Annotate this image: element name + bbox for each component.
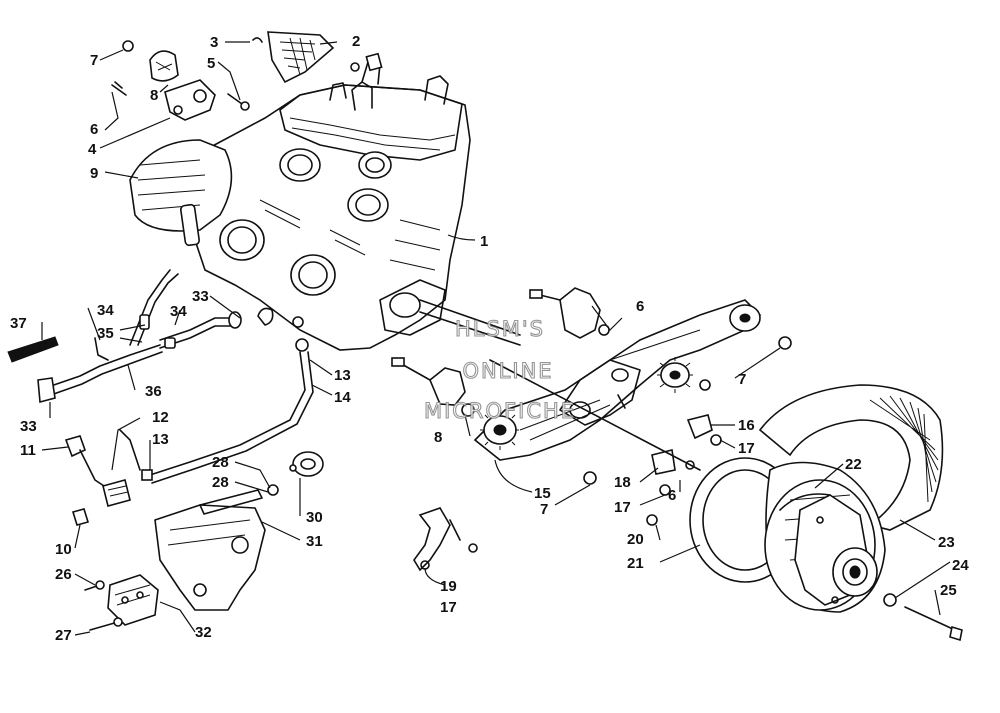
callout-33b: 33 (20, 418, 37, 435)
callout-8b: 8 (434, 429, 442, 446)
callout-35: 35 (97, 325, 114, 342)
callout-10: 10 (55, 541, 72, 558)
callout-32: 32 (195, 624, 212, 641)
callout-13b: 13 (152, 431, 169, 448)
leader-lines (41, 41, 951, 636)
callout-26: 26 (55, 566, 72, 583)
callout-6b: 6 (636, 298, 644, 315)
callout-9: 9 (90, 165, 98, 182)
callout-23: 23 (938, 534, 955, 551)
callout-16: 16 (738, 417, 755, 434)
callout-6a: 6 (90, 121, 98, 138)
callout-25: 25 (940, 582, 957, 599)
callout-24: 24 (952, 557, 969, 574)
upper-left-parts (111, 31, 360, 121)
callout-34b: 34 (170, 303, 187, 320)
callout-4: 4 (88, 141, 97, 158)
callout-17a: 17 (738, 440, 755, 457)
callout-36: 36 (145, 383, 162, 400)
callout-labels: 1 2 3 4 5 6 6 6 7 7 7 8 8 9 10 11 12 13 … (10, 33, 969, 644)
callout-15: 15 (534, 485, 551, 502)
callout-27: 27 (55, 627, 72, 644)
callout-14: 14 (334, 389, 351, 406)
callout-1: 1 (480, 233, 488, 250)
watermark: HLSM'S ONLINE MICROFICHE (423, 316, 576, 423)
watermark-line-1: HLSM'S (455, 317, 545, 341)
callout-28b: 28 (212, 474, 229, 491)
clutch-assembly (489, 359, 963, 642)
callout-12: 12 (152, 409, 169, 426)
callout-11: 11 (20, 442, 36, 459)
callout-31: 31 (306, 533, 323, 550)
callout-18: 18 (614, 474, 631, 491)
callout-3: 3 (210, 34, 218, 51)
lower-left-bracket-parts (84, 451, 324, 631)
chaincase-assembly (391, 287, 792, 572)
callout-7b: 7 (738, 371, 746, 388)
callout-20: 20 (627, 531, 644, 548)
callout-5: 5 (207, 55, 215, 72)
callout-28a: 28 (212, 454, 229, 471)
callout-33a: 33 (192, 288, 209, 305)
callout-37: 37 (10, 315, 27, 332)
callout-17b: 17 (614, 499, 631, 516)
callout-8a: 8 (150, 87, 158, 104)
callout-30: 30 (306, 509, 323, 526)
callout-7c: 7 (540, 501, 548, 518)
watermark-line-3: MICROFICHE (424, 399, 576, 423)
callout-2: 2 (352, 33, 360, 50)
callout-34a: 34 (97, 302, 114, 319)
callout-17c: 17 (440, 599, 457, 616)
callout-7a: 7 (90, 52, 98, 69)
watermark-line-2: ONLINE (462, 359, 553, 383)
callout-21: 21 (627, 555, 644, 572)
callout-19: 19 (440, 578, 457, 595)
callout-6c: 6 (668, 487, 676, 504)
engine-assembly (129, 52, 521, 351)
callout-22: 22 (845, 456, 862, 473)
callout-13a: 13 (334, 367, 351, 384)
hoses-and-fittings (7, 269, 314, 526)
